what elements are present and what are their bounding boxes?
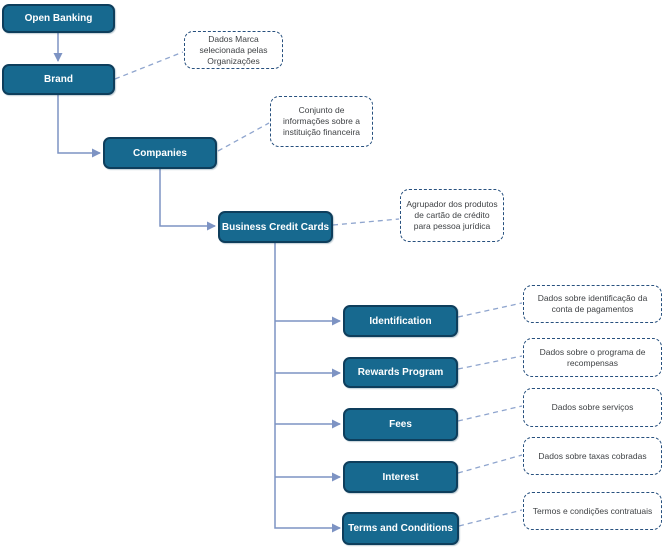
annotation-rewards-program: Dados sobre o programa de recompensas <box>523 338 662 377</box>
node-fees: Fees <box>343 408 458 441</box>
node-business-credit-cards: Business Credit Cards <box>218 211 333 243</box>
callout-line-bcc <box>332 218 400 226</box>
node-interest: Interest <box>343 461 458 493</box>
callout-line-fees <box>457 405 523 422</box>
node-rewards-program: Rewards Program <box>343 357 458 388</box>
edge-bcc-terms <box>274 243 341 533</box>
annotation-brand: Dados Marca selecionada pelas Organizaçõ… <box>184 31 283 69</box>
node-brand: Brand <box>2 64 115 95</box>
annotation-identification: Dados sobre identificação da conta de pa… <box>523 285 662 323</box>
edge-brand-companies <box>57 95 101 158</box>
annotation-interest: Dados sobre taxas cobradas <box>523 437 662 475</box>
callout-line-identification <box>457 302 523 318</box>
node-open-banking: Open Banking <box>2 4 115 33</box>
node-companies: Companies <box>103 137 217 169</box>
callout-line-rewards <box>457 355 523 370</box>
node-terms-and-conditions: Terms and Conditions <box>342 512 459 545</box>
node-identification: Identification <box>343 305 458 337</box>
callout-line-brand <box>114 51 184 80</box>
annotation-terms-and-conditions: Termos e condições contratuais <box>523 492 662 530</box>
callout-line-companies <box>217 122 270 152</box>
annotation-companies: Conjunto de informações sobre a institui… <box>270 96 373 147</box>
annotation-business-credit-cards: Agrupador dos produtos de cartão de créd… <box>400 189 504 242</box>
callout-line-terms <box>458 509 523 527</box>
annotation-fees: Dados sobre serviços <box>523 388 662 427</box>
callout-line-interest <box>457 454 523 474</box>
edge-companies-bcc <box>159 169 216 231</box>
